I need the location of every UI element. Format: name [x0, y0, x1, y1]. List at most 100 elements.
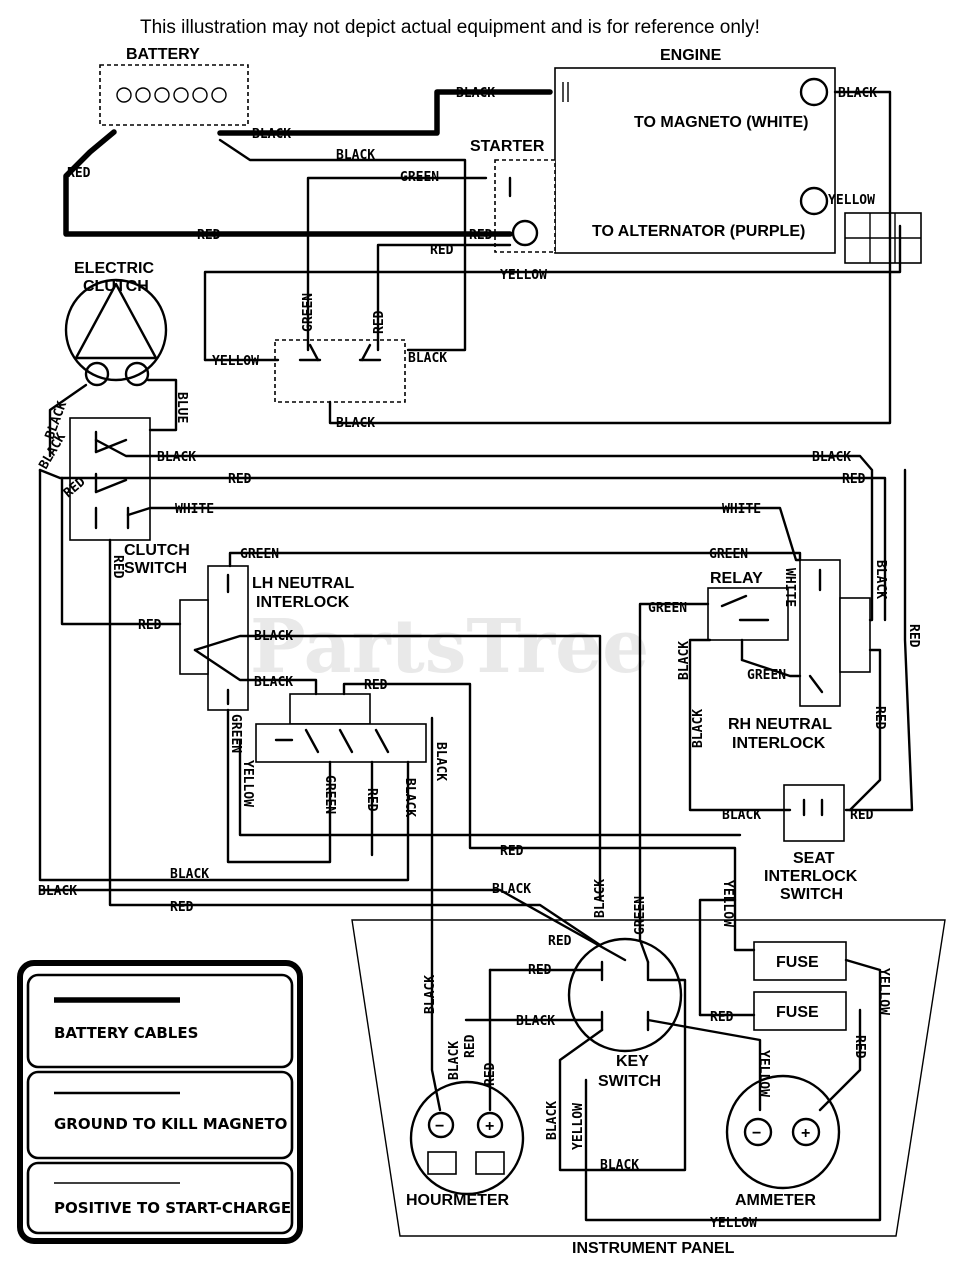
lh-neutral-label-1: LH NEUTRAL: [252, 575, 354, 592]
wire-label-black: BLACK: [447, 1041, 462, 1080]
wire-label-yellow: YELLOW: [876, 968, 891, 1015]
wire-label-black: BLACK: [423, 975, 438, 1014]
fuse-lower-label: FUSE: [776, 1004, 819, 1021]
wire-label-red: RED: [469, 228, 493, 243]
alternator-terminal: [799, 186, 829, 216]
clutch-switch: CLUTCH SWITCH: [69, 417, 190, 577]
wire-label-black: BLACK: [492, 882, 531, 897]
wire-label-yellow: YELLOW: [571, 1103, 586, 1150]
ammeter-label: AMMETER: [735, 1192, 816, 1209]
instrument-panel: INSTRUMENT PANEL: [351, 919, 946, 1257]
clutch-switch-label-2: SWITCH: [124, 560, 187, 577]
wire-label-red: RED: [850, 808, 874, 823]
engine-label: ENGINE: [660, 47, 722, 64]
wire-label-red: RED: [430, 243, 454, 258]
seat-label-3: SWITCH: [780, 886, 843, 903]
fuse-lower: FUSE: [753, 991, 847, 1031]
electric-clutch-label-2: CLUTCH: [83, 278, 149, 295]
wire-label-black: BLACK: [600, 1158, 639, 1173]
wire-label-black: BLACK: [838, 86, 877, 101]
legend-label: BATTERY CABLES: [54, 1024, 198, 1042]
seat-label-2: INTERLOCK: [764, 868, 858, 885]
wire-label-black: BLACK: [873, 560, 888, 599]
starter-label: STARTER: [470, 138, 545, 155]
wire-label-red: RED: [463, 1034, 478, 1058]
wire-label-yellow: YELLOW: [212, 354, 259, 369]
wire-label-black: BLACK: [677, 641, 692, 680]
hourmeter: − + HOURMETER: [406, 1080, 525, 1209]
alternator-label: TO ALTERNATOR (PURPLE): [592, 223, 805, 240]
key-switch-label-1: KEY: [616, 1053, 649, 1070]
wire-label-black: BLACK: [456, 86, 495, 101]
wire-label-green: GREEN: [400, 170, 439, 185]
wire-label-black: BLACK: [691, 709, 706, 748]
wire-label-red: RED: [364, 678, 388, 693]
wire-label-black: BLACK: [252, 127, 291, 142]
disclaimer-text: This illustration may not depict actual …: [140, 17, 760, 38]
wire-label-yellow: YELLOW: [500, 268, 547, 283]
wire-label-green: GREEN: [747, 668, 786, 683]
wire-label-red: RED: [528, 963, 552, 978]
engine: ENGINE TO MAGNETO (WHITE) TO ALTERNATOR …: [554, 47, 836, 254]
wire-label-black: BLACK: [593, 879, 608, 918]
wire-label-green: GREEN: [228, 714, 243, 753]
wire-label-red: RED: [138, 618, 162, 633]
ammeter-minus: −: [752, 1125, 761, 1142]
start-module: [274, 339, 406, 403]
wire-label-yellow: YELLOW: [720, 880, 735, 927]
instrument-panel-label: INSTRUMENT PANEL: [572, 1240, 735, 1257]
wire-label-green: GREEN: [709, 547, 748, 562]
legend-label: GROUND TO KILL MAGNETO: [54, 1115, 287, 1133]
electric-clutch-label-1: ELECTRIC: [74, 260, 154, 277]
battery: BATTERY: [99, 46, 249, 126]
wire-label-white: WHITE: [722, 502, 761, 517]
wire-label-red: RED: [483, 1062, 498, 1086]
wire-label-blue: BLUE: [174, 392, 189, 423]
wire-label-red: RED: [372, 310, 387, 334]
wire-label-black: BLACK: [157, 450, 196, 465]
wire-label-black: BLACK: [408, 351, 447, 366]
wire-label-black: BLACK: [336, 416, 375, 431]
wire-label-black: BLACK: [433, 742, 448, 781]
wire-label-red: RED: [110, 555, 125, 579]
relay: RELAY: [707, 570, 789, 662]
battery-label: BATTERY: [126, 46, 200, 63]
wire-label-green: GREEN: [633, 896, 648, 935]
wire-label-red: RED: [548, 934, 572, 949]
seat-interlock-switch: SEAT INTERLOCK SWITCH: [764, 784, 858, 903]
wire-label-red: RED: [170, 900, 194, 915]
wire-label-white: WHITE: [175, 502, 214, 517]
wire-label-red: RED: [364, 788, 379, 812]
clutch-switch-label-1: CLUTCH: [124, 542, 190, 559]
wire-label-black: BLACK: [170, 867, 209, 882]
wire-label-black: BLACK: [545, 1101, 560, 1140]
hourmeter-plus: +: [485, 1118, 494, 1135]
lh-neutral-interlock: LH NEUTRAL INTERLOCK: [179, 565, 354, 711]
wire-label-red: RED: [710, 1010, 734, 1025]
interlock-module: [255, 693, 427, 763]
magneto-terminal: [799, 77, 829, 107]
relay-label: RELAY: [710, 570, 763, 587]
battery-cells: [116, 87, 227, 103]
rh-neutral-label-1: RH NEUTRAL: [728, 716, 832, 733]
battery-cables: [63, 89, 553, 237]
electric-clutch: ELECTRIC CLUTCH: [64, 260, 168, 387]
fuse-upper: FUSE: [753, 941, 847, 981]
wire-label-green: GREEN: [240, 547, 279, 562]
ammeter: − + AMMETER: [725, 1074, 841, 1209]
wires: [38, 90, 914, 1222]
magneto-label: TO MAGNETO (WHITE): [634, 114, 809, 131]
hourmeter-label: HOURMETER: [406, 1192, 510, 1209]
wire-label-red: RED: [228, 472, 252, 487]
wire-label-black: BLACK: [36, 430, 69, 472]
wire-label-green: GREEN: [301, 293, 316, 332]
rh-neutral-label-2: INTERLOCK: [732, 735, 826, 752]
wire-label-black: BLACK: [812, 450, 851, 465]
wire-label-red: RED: [842, 472, 866, 487]
rh-neutral-interlock: RH NEUTRAL INTERLOCK: [728, 559, 871, 752]
wire-label-black: BLACK: [402, 778, 417, 817]
wire-label-black: BLACK: [722, 808, 761, 823]
wire-label-white: WHITE: [782, 568, 797, 607]
wire-label-black: BLACK: [38, 884, 77, 899]
